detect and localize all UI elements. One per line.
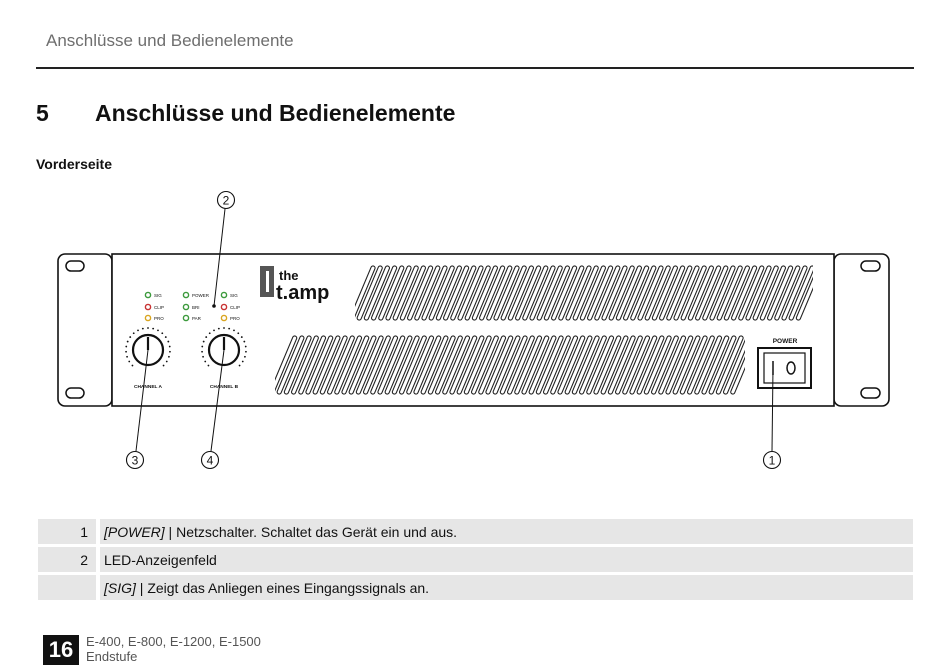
- led-bri: [182, 303, 190, 311]
- legend-desc-power: | Netzschalter. Schaltet das Gerät ein u…: [164, 523, 458, 540]
- vent-slots-top: [355, 265, 813, 321]
- knob-channel-a[interactable]: [125, 327, 171, 367]
- header-rule: [36, 67, 914, 69]
- led-clip-b-label: CLIP: [230, 305, 240, 310]
- led-sig-a: [144, 291, 152, 299]
- legend-row-text: LED-Anzeigenfeld: [100, 547, 913, 572]
- brand-line2: t.amp: [276, 282, 329, 304]
- led-pro-b: [220, 314, 228, 322]
- legend-table: 1 [POWER] | Netzschalter. Schaltet das G…: [38, 516, 913, 603]
- power-switch-label: POWER: [773, 338, 798, 345]
- led-sig-b: [220, 291, 228, 299]
- legend-row-number-empty: [38, 575, 96, 600]
- led-sig-b-label: SIG: [230, 293, 238, 298]
- legend-row: [SIG] | Zeigt das Anliegen eines Eingang…: [38, 575, 913, 600]
- front-panel-diagram: the t.amp SIG CLIP PRO POWER BRI PAR SIG…: [57, 190, 890, 470]
- led-clip-a-label: CLIP: [154, 305, 164, 310]
- led-clip-b: [220, 303, 228, 311]
- rack-ear-left: [57, 253, 113, 407]
- power-switch[interactable]: [757, 347, 812, 389]
- callout-1: 1: [762, 367, 782, 470]
- legend-row-text: [SIG] | Zeigt das Anliegen eines Eingang…: [100, 575, 913, 600]
- legend-term-power: [POWER]: [104, 523, 165, 540]
- channel-a-label: CHANNEL A: [134, 384, 163, 390]
- callout-3-label: 3: [132, 454, 139, 468]
- led-par: [182, 314, 190, 322]
- subheading-front-panel: Vorderseite: [36, 156, 112, 172]
- footer-product-type: Endstufe: [86, 649, 138, 664]
- led-panel: SIG CLIP PRO POWER BRI PAR SIG CLIP PRO: [144, 291, 240, 322]
- led-sig-a-label: SIG: [154, 293, 162, 298]
- led-pro-b-label: PRO: [230, 316, 240, 321]
- front-panel: [111, 253, 835, 407]
- legend-row-number: 2: [38, 547, 96, 572]
- mount-hole-br: [860, 387, 881, 399]
- callout-4-label: 4: [207, 454, 214, 468]
- section-title: Anschlüsse und Bedienelemente: [95, 100, 456, 126]
- legend-row: 1 [POWER] | Netzschalter. Schaltet das G…: [38, 519, 913, 544]
- brand-logo: the t.amp: [260, 266, 329, 304]
- rack-ear-right: [833, 253, 890, 407]
- legend-term-sig: [SIG]: [104, 579, 136, 596]
- callout-1-label: 1: [769, 454, 776, 468]
- section-heading: 5 Anschlüsse und Bedienelemente: [36, 100, 455, 127]
- legend-row: 2 LED-Anzeigenfeld: [38, 547, 913, 572]
- page-number: 16: [43, 635, 79, 665]
- mount-hole-tl: [65, 260, 85, 272]
- led-power: [182, 291, 190, 299]
- legend-row-text: [POWER] | Netzschalter. Schaltet das Ger…: [100, 519, 913, 544]
- vent-slots-bottom: [275, 335, 745, 395]
- led-bri-label: BRI: [192, 305, 200, 310]
- led-power-label: POWER: [192, 293, 210, 298]
- running-header: Anschlüsse und Bedienelemente: [46, 31, 294, 50]
- channel-b-label: CHANNEL B: [210, 384, 239, 390]
- callout-2: 2: [212, 190, 236, 308]
- legend-row-number: 1: [38, 519, 96, 544]
- footer-models: E-400, E-800, E-1200, E-1500: [86, 634, 261, 649]
- led-pro-a-label: PRO: [154, 316, 164, 321]
- brand-line1: the: [279, 268, 299, 283]
- callout-2-label: 2: [223, 194, 230, 208]
- legend-desc-sig: | Zeigt das Anliegen eines Eingangssigna…: [135, 579, 430, 596]
- led-clip-a: [144, 303, 152, 311]
- section-number: 5: [36, 100, 49, 126]
- led-pro-a: [144, 314, 152, 322]
- mount-hole-tr: [860, 260, 881, 272]
- mount-hole-bl: [65, 387, 85, 399]
- led-par-label: PAR: [192, 316, 202, 321]
- callout-4: 4: [200, 349, 225, 470]
- callout-3: 3: [125, 349, 149, 470]
